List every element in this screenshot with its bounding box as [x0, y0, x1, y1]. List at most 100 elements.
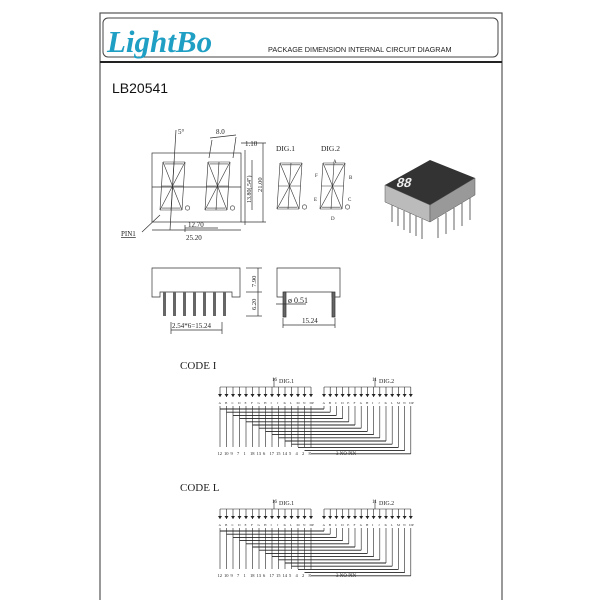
segment-label: N — [303, 401, 306, 405]
pin-diameter-dimension: ø 0.51 — [288, 296, 308, 305]
segment-digit-2 — [319, 162, 350, 210]
pin-number: 4 — [296, 451, 299, 456]
diode-icon — [302, 516, 307, 519]
pin-number: 6 — [263, 573, 266, 578]
diode-icon — [390, 516, 395, 519]
diode-icon — [365, 394, 370, 397]
segment-label: I — [372, 523, 374, 527]
height-dimension: 21.00 — [257, 177, 264, 192]
circuit-title: CODE L — [180, 482, 220, 494]
segment-label: G — [258, 523, 261, 527]
segment-label: G — [360, 401, 363, 405]
pin-number: 18 — [250, 451, 255, 456]
segment-label: E — [245, 523, 247, 527]
header-title: PACKAGE DIMENSION INTERNAL CIRCUIT DIAGR… — [268, 45, 452, 54]
segment-label: K — [284, 401, 287, 405]
pin1-label: PIN1 — [121, 230, 136, 238]
part-number: LB20541 — [112, 80, 168, 96]
segment-label: H — [264, 401, 267, 405]
circuit-title: CODE I — [180, 360, 217, 372]
segment-letter-e: E — [314, 198, 317, 203]
side-view-pins — [163, 292, 226, 316]
segment-letter-f: F — [315, 174, 318, 179]
segment-label: B — [225, 523, 228, 527]
page-frame — [99, 12, 503, 600]
diode-icon — [396, 516, 401, 519]
diode-icon — [334, 516, 339, 519]
diode-icon — [328, 516, 333, 519]
diode-icon — [257, 516, 261, 519]
segment-letter-c: C — [348, 198, 352, 203]
pin-number: 4 — [296, 573, 299, 578]
segment-label: I — [372, 401, 374, 405]
diode-icon — [322, 394, 326, 397]
diode-icon — [340, 516, 345, 519]
front-digit-2 — [204, 161, 236, 211]
segment-label: F — [251, 523, 253, 527]
front-view-drawing — [141, 129, 266, 233]
segment-label: L — [391, 523, 393, 527]
diode-icon — [377, 516, 382, 519]
segment-label: K — [284, 523, 287, 527]
diode-icon — [371, 394, 376, 397]
dig2-common-pin: 11 — [372, 378, 377, 383]
package-3d-image: 88 — [384, 160, 476, 239]
diode-icon — [408, 394, 413, 397]
pin-number: 15 — [276, 573, 281, 578]
diode-icon — [237, 516, 242, 519]
diode-icon — [309, 394, 313, 397]
segment-label: L — [290, 401, 292, 405]
diode-icon — [340, 394, 345, 397]
pin-number: 5 — [289, 573, 292, 578]
side-view-drawing — [151, 267, 341, 334]
pin-number: 7 — [237, 451, 240, 456]
dig2-common-pin: 11 — [372, 500, 377, 505]
width-dimension: 25.20 — [186, 234, 202, 242]
segment-label: M — [397, 401, 401, 405]
dig1-common-pin: 16 — [272, 378, 278, 383]
diode-icon — [218, 394, 222, 397]
pin — [203, 292, 206, 316]
diode-icon — [328, 394, 333, 397]
segment-label: N — [303, 523, 306, 527]
segment-label: DP — [409, 401, 414, 405]
diode-icon — [289, 516, 294, 519]
segment-label: DP — [310, 523, 315, 527]
segment-label: B — [329, 401, 332, 405]
no-pin-note: 3 NO PIN — [336, 574, 357, 579]
dig1-label: DIG.1 — [279, 501, 294, 507]
diode-icon — [270, 516, 274, 519]
segment-label: E — [347, 401, 349, 405]
pin — [173, 292, 176, 316]
segment-label: M — [297, 401, 301, 405]
segment-label: G — [258, 401, 261, 405]
pin-length-dimension: 6.20 — [251, 299, 258, 310]
segment-label: J — [277, 401, 279, 405]
pin-number: 13 — [257, 451, 262, 456]
segment-label: L — [290, 523, 292, 527]
svg-text:88: 88 — [395, 175, 413, 190]
pin-number: 5 — [289, 451, 292, 456]
dig1-label: DIG.1 — [279, 379, 294, 385]
segment-label: A — [219, 523, 222, 527]
pin — [213, 292, 216, 316]
segment-label: H — [366, 523, 369, 527]
dig2-label: DIG.2 — [321, 144, 340, 153]
diode-icon — [224, 394, 229, 397]
diode-icon — [371, 516, 376, 519]
segment-label: I — [271, 523, 273, 527]
segment-label: C — [232, 523, 235, 527]
diode-icon — [334, 394, 339, 397]
pin-number: 10 — [224, 573, 229, 578]
diode-icon — [296, 394, 300, 397]
segment-label: F — [354, 523, 356, 527]
pin-number: 12 — [218, 451, 223, 456]
pin — [183, 292, 186, 316]
pin-number: 12 — [218, 573, 223, 578]
pitch-dimension: 8.0 — [216, 128, 225, 136]
pin-number: 6 — [263, 451, 266, 456]
angle-dimension: 5° — [178, 128, 185, 136]
segment-label: A — [219, 401, 222, 405]
diode-icon — [402, 516, 407, 519]
segment-label: C — [335, 523, 338, 527]
